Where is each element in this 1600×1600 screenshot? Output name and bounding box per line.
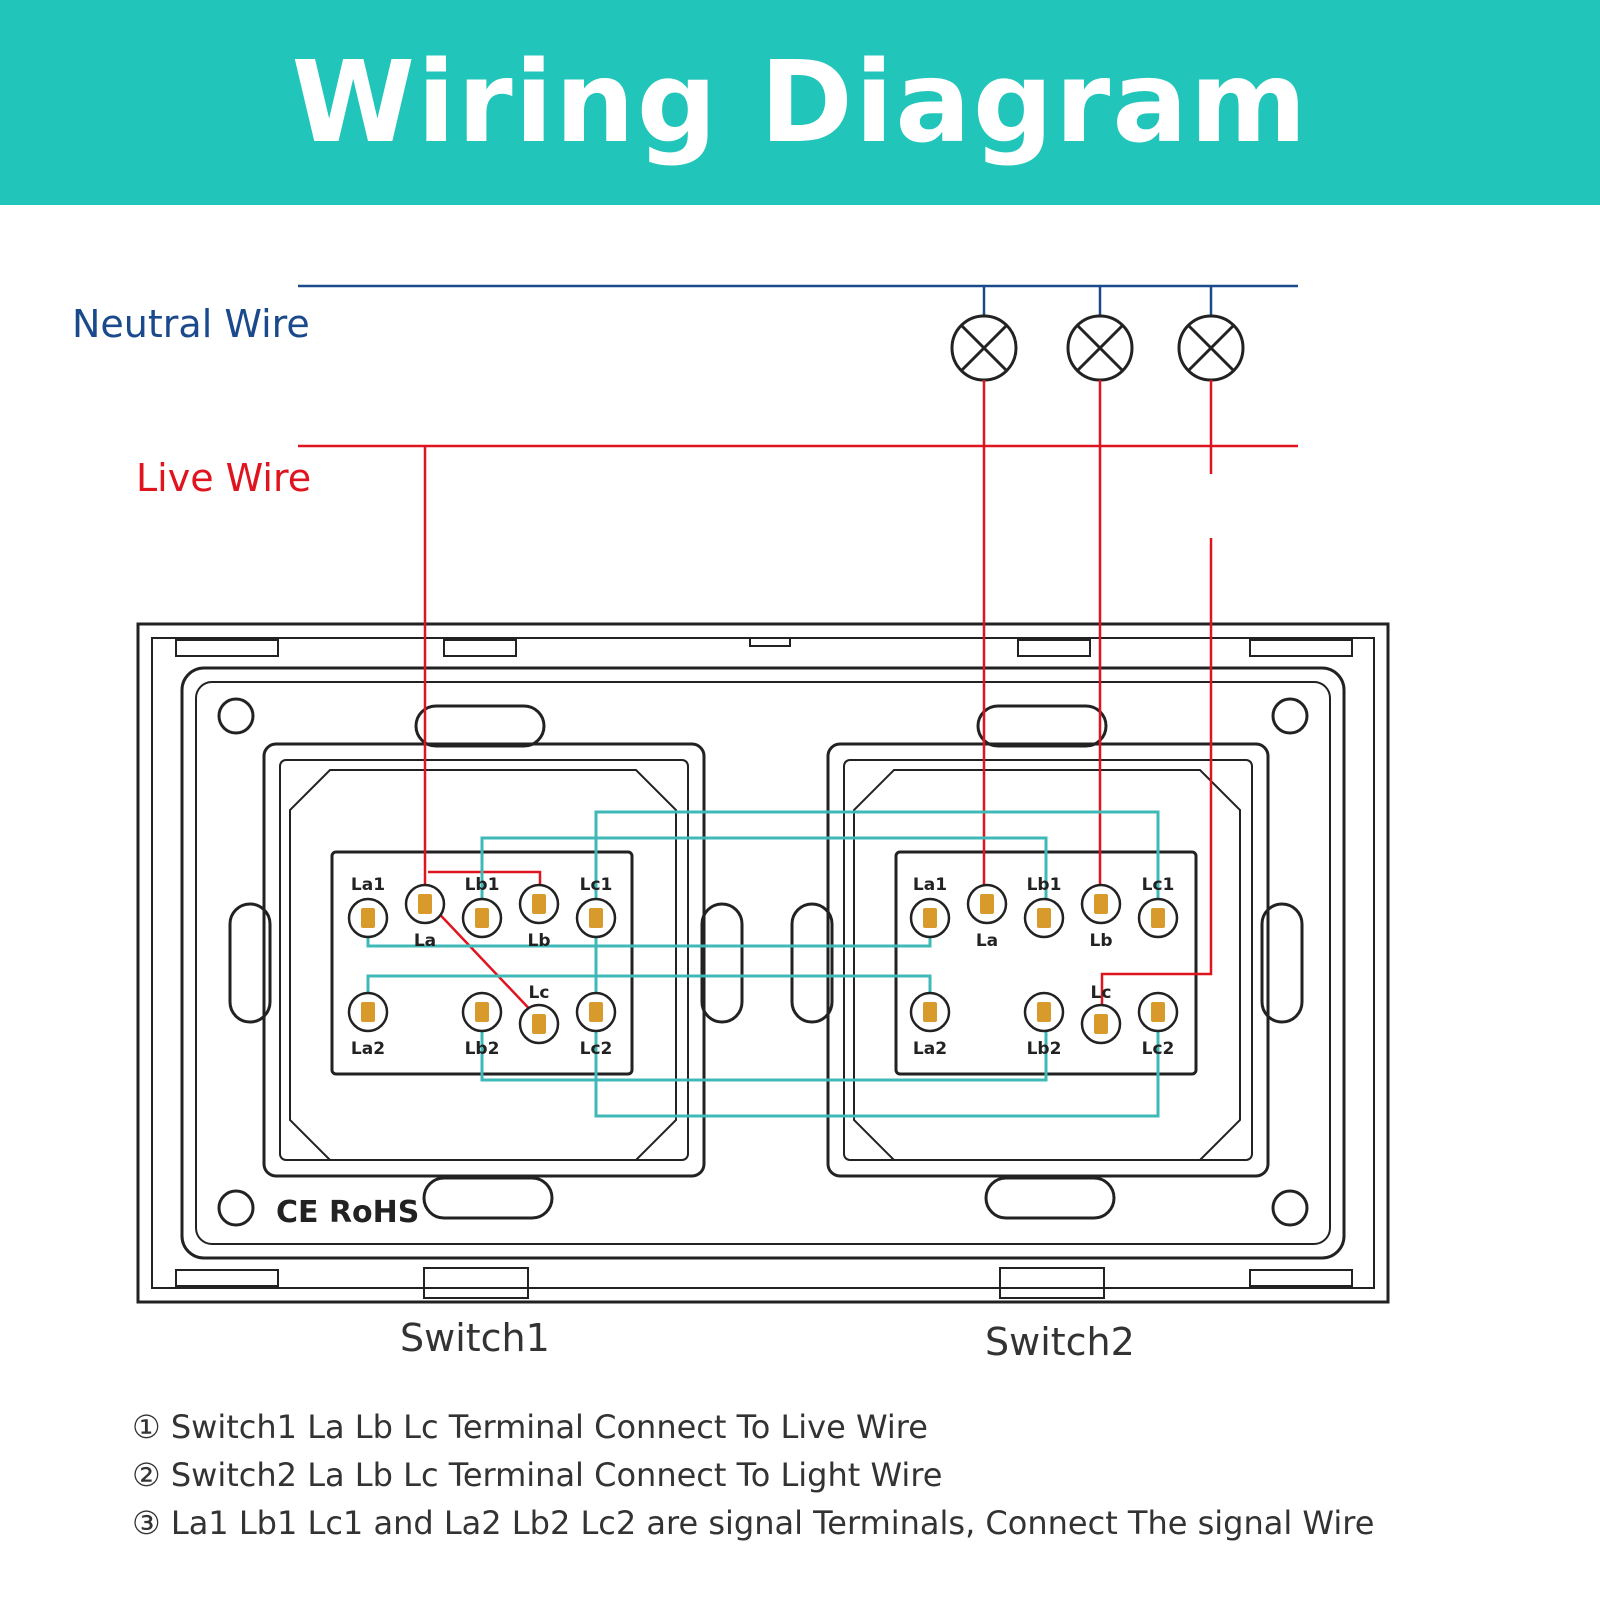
terminal	[909, 991, 951, 1033]
terminal	[1023, 897, 1065, 939]
switch2-label: Switch2	[985, 1320, 1135, 1364]
terminal-label-lc: Lc	[529, 983, 550, 1003]
terminal-label-la: La	[976, 931, 998, 951]
switch1-label: Switch1	[400, 1316, 550, 1360]
terminal-label-lc1: Lc1	[580, 875, 613, 895]
terminal	[461, 897, 503, 939]
terminal	[347, 991, 389, 1033]
terminal	[461, 991, 503, 1033]
terminal	[1137, 991, 1179, 1033]
lamp-icon	[1066, 314, 1134, 382]
terminal-label-lb: Lb	[1089, 931, 1112, 951]
terminal-label-la1: La1	[351, 875, 385, 895]
terminal	[909, 897, 951, 939]
terminal-label-la: La	[414, 931, 436, 951]
switch2-terminals	[909, 883, 1179, 1045]
lamp-icon	[1177, 314, 1245, 382]
lamp-icon	[950, 314, 1018, 382]
lamp-drops	[982, 286, 1213, 316]
terminal	[1080, 1003, 1122, 1045]
terminal	[518, 883, 560, 925]
switch2-terminal-labels: La1 La Lb1 Lb Lc1 Lc La2 Lb2 Lc2	[913, 875, 1174, 1059]
terminal	[575, 897, 617, 939]
terminal	[966, 883, 1008, 925]
terminal	[347, 897, 389, 939]
terminal-label-lc2: Lc2	[1142, 1039, 1175, 1059]
title-banner: Wiring Diagram	[0, 0, 1600, 205]
terminal	[518, 1003, 560, 1045]
terminal	[404, 883, 446, 925]
terminal-label-lb2: Lb2	[465, 1039, 500, 1059]
terminal-label-la2: La2	[913, 1039, 947, 1059]
terminal-label-lb2: Lb2	[1027, 1039, 1062, 1059]
terminal	[575, 991, 617, 1033]
note-item: ③ La1 Lb1 Lc1 and La2 Lb2 Lc2 are signal…	[132, 1504, 1375, 1542]
terminal-label-lc: Lc	[1091, 983, 1112, 1003]
certification-marks: CE RoHS	[276, 1195, 419, 1230]
switch1-terminal-labels: La1 La Lb1 Lb Lc1 Lc La2 Lb2 Lc2	[351, 875, 612, 1059]
switch-panel	[136, 622, 1390, 1304]
wiring-notes: ① Switch1 La Lb Lc Terminal Connect To L…	[132, 1403, 1572, 1547]
terminal	[1137, 897, 1179, 939]
note-item: ② Switch2 La Lb Lc Terminal Connect To L…	[132, 1456, 943, 1494]
terminal-label-lb1: Lb1	[465, 875, 500, 895]
switch1-terminals	[347, 883, 617, 1045]
page-title: Wiring Diagram	[291, 37, 1309, 168]
note-item: ① Switch1 La Lb Lc Terminal Connect To L…	[132, 1408, 928, 1446]
neutral-wire-label: Neutral Wire	[72, 302, 310, 346]
terminal-label-lb: Lb	[527, 931, 550, 951]
terminal-label-la2: La2	[351, 1039, 385, 1059]
live-wire-label: Live Wire	[136, 456, 312, 500]
terminal-label-lc1: Lc1	[1142, 875, 1175, 895]
terminal-label-lc2: Lc2	[580, 1039, 613, 1059]
terminal	[1023, 991, 1065, 1033]
terminal-label-lb1: Lb1	[1027, 875, 1062, 895]
terminal-label-la1: La1	[913, 875, 947, 895]
terminal	[1080, 883, 1122, 925]
